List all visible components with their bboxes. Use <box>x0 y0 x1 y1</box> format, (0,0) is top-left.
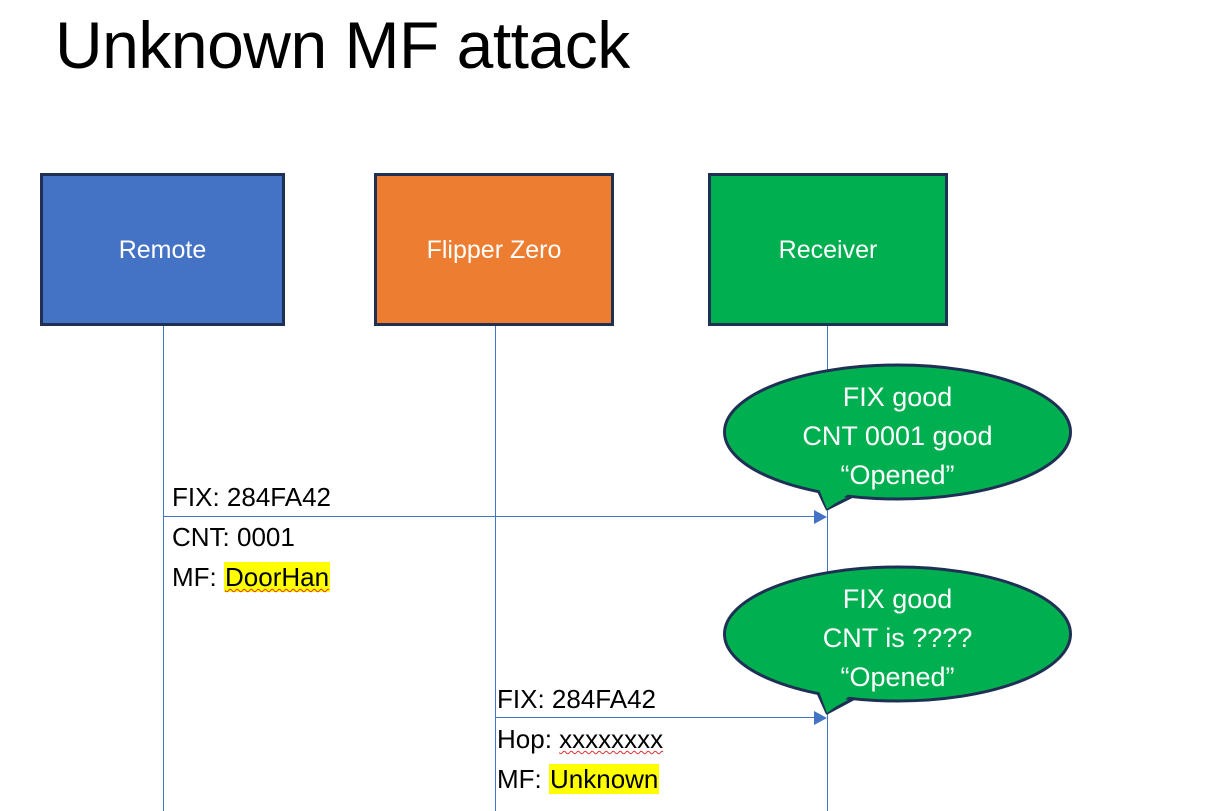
message-line-prefix: FIX: <box>497 684 552 714</box>
message-line-value: 0001 <box>237 522 295 552</box>
message-label-flipper-to-receiver: FIX: 284FA42 Hop: xxxxxxxx MF: Unknown <box>497 679 663 799</box>
message-line-prefix: MF: <box>497 764 549 794</box>
message-line-value: 284FA42 <box>226 482 331 512</box>
message-line: MF: DoorHan <box>172 557 331 597</box>
callout-shape-second <box>723 565 1072 715</box>
arrow-head-remote-to-receiver <box>814 510 827 524</box>
callout-bubble-first[interactable]: FIX good CNT 0001 good “Opened” <box>723 363 1072 518</box>
actor-label-remote: Remote <box>118 235 207 264</box>
actor-box-remote[interactable]: Remote <box>40 173 285 326</box>
arrow-line-remote-to-receiver <box>163 516 815 517</box>
message-line: CNT: 0001 <box>172 517 331 557</box>
message-line: MF: Unknown <box>497 759 663 799</box>
message-label-remote-to-receiver: FIX: 284FA42 CNT: 0001 MF: DoorHan <box>172 477 331 597</box>
callout-bubble-second[interactable]: FIX good CNT is ???? “Opened” <box>723 565 1072 720</box>
message-line: FIX: 284FA42 <box>172 477 331 517</box>
actor-label-receiver: Receiver <box>778 235 878 264</box>
lifeline-remote <box>163 325 164 811</box>
arrow-line-flipper-to-receiver <box>495 717 815 718</box>
message-line-value: xxxxxxxx <box>559 724 664 754</box>
callout-shape-first <box>723 363 1072 511</box>
message-line-value-highlighted: DoorHan <box>224 562 331 592</box>
message-line-value-highlighted: Unknown <box>549 764 660 794</box>
message-line-prefix: MF: <box>172 562 224 592</box>
lifeline-receiver <box>827 325 828 811</box>
actor-label-flipper-zero: Flipper Zero <box>426 235 562 264</box>
message-line-prefix: FIX: <box>172 482 227 512</box>
message-line: Hop: xxxxxxxx <box>497 719 663 759</box>
arrow-head-flipper-to-receiver <box>814 711 827 725</box>
actor-box-flipper-zero[interactable]: Flipper Zero <box>374 173 614 326</box>
lifeline-flipper <box>495 325 496 811</box>
message-line-prefix: Hop: <box>497 724 560 754</box>
page-title: Unknown MF attack <box>55 8 630 82</box>
message-line-value: 284FA42 <box>551 684 656 714</box>
message-line: FIX: 284FA42 <box>497 679 663 719</box>
message-line-prefix: CNT: <box>172 522 237 552</box>
actor-box-receiver[interactable]: Receiver <box>708 173 948 326</box>
